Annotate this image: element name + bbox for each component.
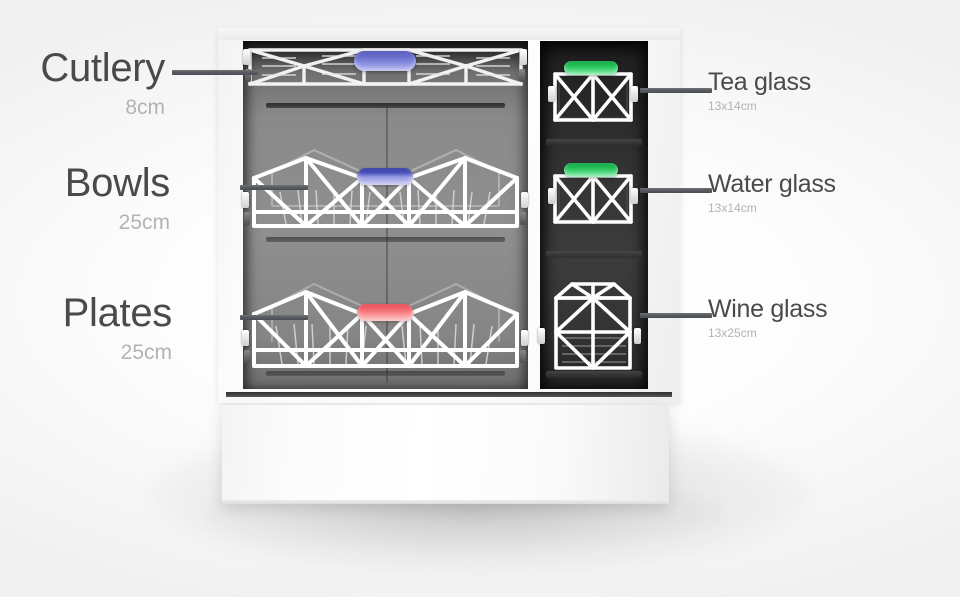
tea-glass-basket[interactable] bbox=[543, 52, 643, 130]
bowls-rail-clip-right bbox=[521, 192, 528, 208]
plates-roller-left bbox=[244, 350, 250, 363]
callout-bowls: Bowls 25cm bbox=[0, 161, 171, 234]
water-glass-basket[interactable] bbox=[543, 154, 643, 232]
bowls-roller-right bbox=[520, 212, 526, 225]
callout-plates-size: 25cm bbox=[120, 341, 172, 364]
tub-spray-rail-upper bbox=[265, 103, 506, 108]
bowls-rail-clip-left bbox=[242, 192, 249, 208]
glass-shelf-lower bbox=[546, 371, 642, 378]
callout-plates-title: Plates bbox=[62, 291, 173, 335]
plates-rail-clip-left bbox=[242, 330, 249, 346]
cutlery-roller-left bbox=[245, 69, 251, 82]
callout-water-glass-title: Water glass bbox=[708, 170, 836, 198]
bowls-basket[interactable] bbox=[242, 146, 528, 238]
water-glass-basket-handle[interactable] bbox=[564, 163, 618, 177]
callout-water-glass: Water glass 13x14cm bbox=[708, 170, 836, 215]
dishwasher-cabinet bbox=[218, 28, 680, 403]
cutlery-tray-handle[interactable] bbox=[354, 51, 416, 71]
callout-cutlery-title: Cutlery bbox=[40, 46, 165, 90]
tub-spray-rail-mid bbox=[265, 237, 506, 242]
pedestal-base bbox=[222, 405, 669, 504]
tub-spray-rail-lower bbox=[265, 371, 506, 376]
cutlery-rail-clip-left bbox=[243, 49, 250, 65]
callout-wine-glass-size: 13x25cm bbox=[708, 326, 757, 340]
leader-line-bowls bbox=[240, 185, 308, 190]
tea-glass-clip-right bbox=[631, 86, 638, 102]
water-glass-clip-right bbox=[631, 188, 638, 204]
bowls-basket-handle[interactable] bbox=[357, 168, 413, 185]
tea-glass-clip-left bbox=[548, 86, 555, 102]
callout-tea-glass-size: 13x14cm bbox=[708, 99, 757, 113]
leader-line-wine-glass bbox=[640, 313, 712, 318]
leader-line-plates bbox=[240, 315, 308, 320]
callout-cutlery: Cutlery 8cm bbox=[0, 48, 165, 118]
pedestal-bottom-edge bbox=[222, 500, 669, 504]
main-tub-cavity bbox=[243, 41, 528, 389]
callout-bowls-title: Bowls bbox=[64, 161, 171, 205]
bowls-roller-left bbox=[244, 212, 250, 225]
leader-line-cutlery bbox=[172, 70, 258, 75]
callout-bowls-size: 25cm bbox=[118, 211, 170, 234]
cutlery-tray[interactable] bbox=[243, 44, 527, 92]
tea-glass-basket-handle[interactable] bbox=[564, 61, 618, 75]
callout-tea-glass: Tea glass 13x14cm bbox=[708, 68, 811, 113]
plates-roller-right bbox=[520, 350, 526, 363]
water-glass-clip-left bbox=[548, 188, 555, 204]
plates-basket[interactable] bbox=[242, 278, 528, 378]
tub-back-seam bbox=[385, 103, 388, 383]
wine-glass-clip-right bbox=[634, 328, 641, 344]
leader-line-water-glass bbox=[640, 188, 712, 193]
callout-tea-glass-title: Tea glass bbox=[708, 68, 811, 96]
wine-glass-basket[interactable] bbox=[538, 276, 646, 381]
wine-glass-clip-left bbox=[538, 328, 545, 344]
cutlery-rail-clip-right bbox=[520, 49, 527, 65]
cutlery-roller-right bbox=[519, 69, 525, 82]
glass-shelf-mid bbox=[546, 251, 642, 258]
cabinet-bottom-lip bbox=[226, 392, 672, 397]
callout-wine-glass: Wine glass 13x25cm bbox=[708, 295, 828, 340]
callout-water-glass-size: 13x14cm bbox=[708, 201, 757, 215]
glass-shelf-upper bbox=[546, 139, 642, 146]
leader-line-tea-glass bbox=[640, 88, 712, 93]
callout-wine-glass-title: Wine glass bbox=[708, 295, 828, 323]
plates-rail-clip-right bbox=[521, 330, 528, 346]
cabinet-top-edge bbox=[218, 28, 680, 40]
callout-plates: Plates 25cm bbox=[0, 291, 173, 364]
callout-cutlery-size: 8cm bbox=[125, 96, 165, 119]
plates-basket-handle[interactable] bbox=[357, 304, 413, 321]
